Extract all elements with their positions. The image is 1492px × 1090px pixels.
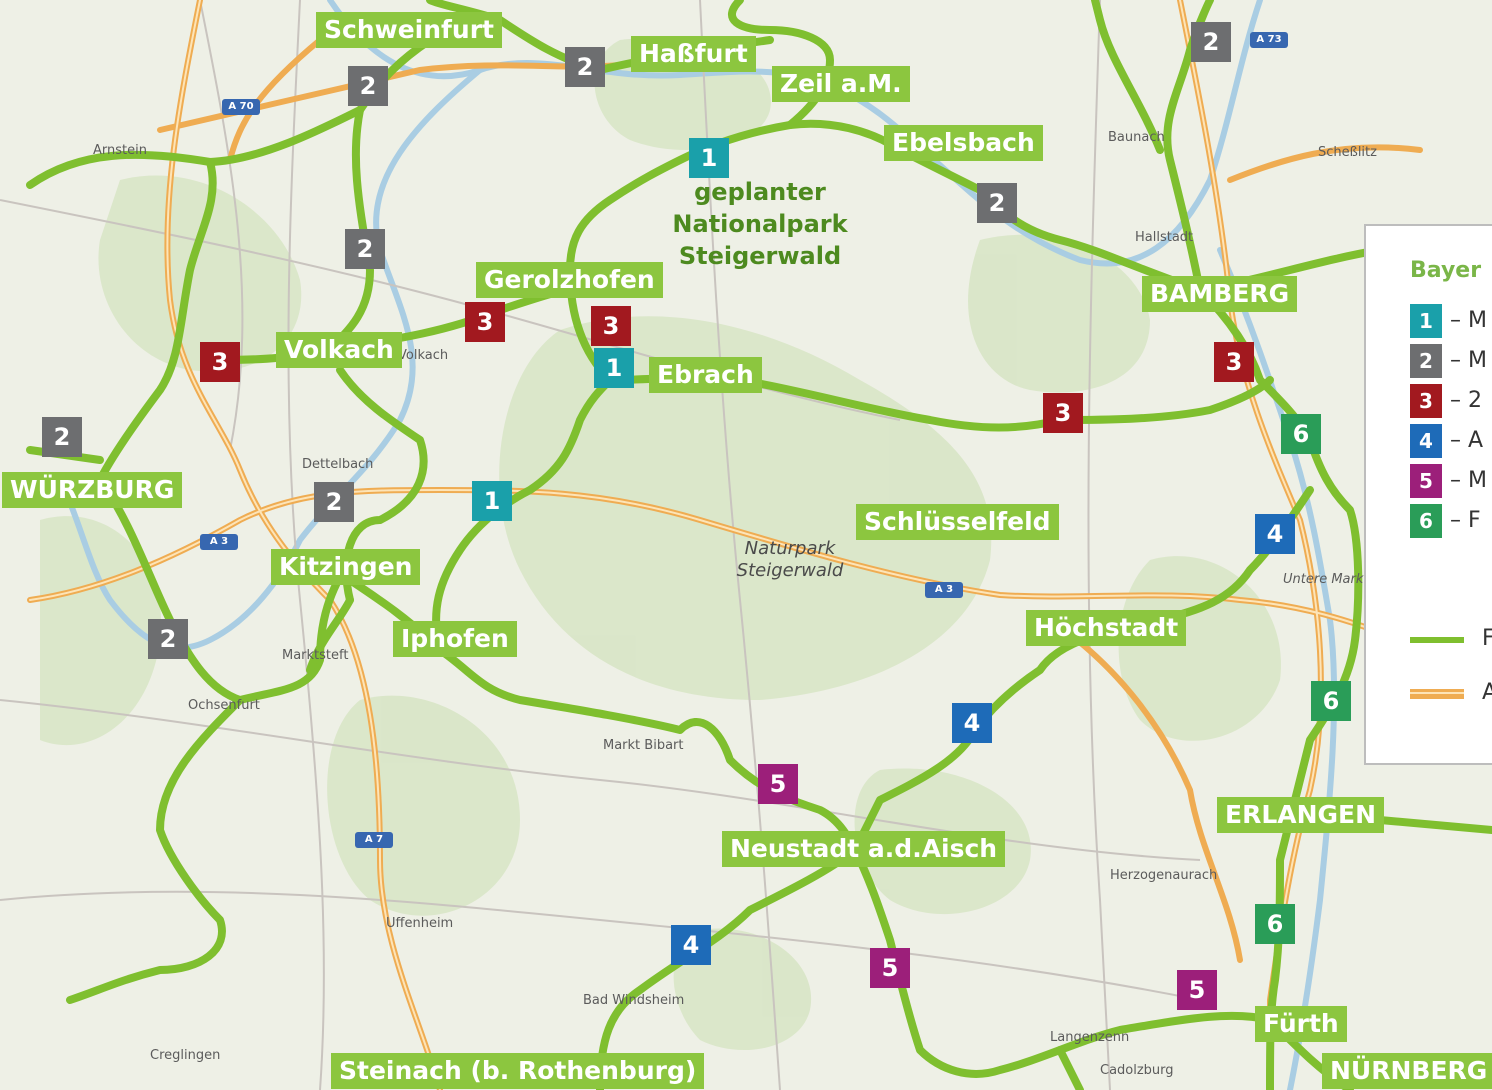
- city-label-iphofen[interactable]: Iphofen: [393, 621, 517, 657]
- route-badge-5[interactable]: 5: [758, 764, 798, 804]
- legend-item-text: A: [1482, 676, 1492, 710]
- legend-autobahn-centerline: [1410, 692, 1464, 694]
- city-label-erlangen[interactable]: ERLANGEN: [1217, 797, 1385, 833]
- city-label-zeil[interactable]: Zeil a.M.: [772, 66, 910, 102]
- highway-shield: A 73: [1250, 32, 1288, 48]
- place-label: Cadolzburg: [1100, 1063, 1174, 1078]
- place-label: Dettelbach: [302, 457, 374, 472]
- legend-item-text: – M: [1450, 308, 1487, 333]
- legend-item-text: – 2: [1450, 388, 1482, 413]
- legend-item-text: – M: [1450, 348, 1487, 373]
- route-badge-2[interactable]: 2: [1191, 22, 1231, 62]
- legend-badge: 1: [1410, 304, 1442, 338]
- legend-item-text: – A: [1450, 428, 1484, 453]
- route-badge-5[interactable]: 5: [870, 948, 910, 988]
- legend-autobahn-item: A: [1410, 676, 1492, 710]
- place-label: Creglingen: [150, 1048, 221, 1063]
- route-badge-2[interactable]: 2: [42, 417, 82, 457]
- legend-badge: 6: [1410, 504, 1442, 538]
- legend-badge: 2: [1410, 344, 1442, 378]
- place-label: Untere Mark: [1283, 572, 1364, 587]
- route-badge-3[interactable]: 3: [1043, 393, 1083, 433]
- route-badge-6[interactable]: 6: [1255, 904, 1295, 944]
- nature-park-label: Naturpark Steigerwald: [720, 538, 860, 582]
- route-badge-2[interactable]: 2: [348, 66, 388, 106]
- national-park-line: Nationalpark: [672, 210, 848, 238]
- route-badge-1[interactable]: 1: [472, 481, 512, 521]
- legend-badge: 5: [1410, 464, 1442, 498]
- route-badge-3[interactable]: 3: [591, 306, 631, 346]
- route-badge-3[interactable]: 3: [465, 302, 505, 342]
- route-badge-2[interactable]: 2: [977, 183, 1017, 223]
- legend-item-text: – F: [1450, 508, 1481, 533]
- place-label: Hallstadt: [1135, 230, 1194, 245]
- city-label-nuernberg[interactable]: NÜRNBERG: [1322, 1053, 1492, 1089]
- legend-autobahn-swatch: [1410, 689, 1464, 699]
- route-badge-2[interactable]: 2: [345, 229, 385, 269]
- route-badge-5[interactable]: 5: [1177, 970, 1217, 1010]
- place-label: Herzogenaurach: [1110, 868, 1218, 883]
- route-badge-6[interactable]: 6: [1311, 681, 1351, 721]
- place-label: Volkach: [398, 348, 449, 363]
- legend-panel: Bayer 1 – M 2 – M 3 – 2 4 – A 5 – M 6 – …: [1364, 224, 1492, 765]
- city-label-schweinfurt[interactable]: Schweinfurt: [316, 12, 502, 48]
- route-badge-4[interactable]: 4: [1255, 514, 1295, 554]
- place-label: Arnstein: [93, 143, 147, 158]
- city-label-ebrach[interactable]: Ebrach: [649, 357, 762, 393]
- place-label: Baunach: [1108, 130, 1165, 145]
- route-badge-6[interactable]: 6: [1281, 414, 1321, 454]
- route-badge-2[interactable]: 2: [314, 482, 354, 522]
- city-label-kitzingen[interactable]: Kitzingen: [271, 549, 421, 585]
- legend-item-text: F: [1482, 622, 1492, 656]
- city-label-neustadt[interactable]: Neustadt a.d.Aisch: [722, 831, 1006, 867]
- legend-title: Bayer: [1410, 258, 1482, 283]
- place-label: Uffenheim: [386, 916, 454, 931]
- city-label-fuerth[interactable]: Fürth: [1255, 1006, 1347, 1042]
- legend-badge: 4: [1410, 424, 1442, 458]
- highway-shield: A 3: [925, 582, 963, 598]
- national-park-label: geplanter Nationalpark Steigerwald: [655, 176, 865, 272]
- highway-shield: A 70: [222, 99, 260, 115]
- highway-shield: A 3: [200, 534, 238, 550]
- city-label-schluesselfeld[interactable]: Schlüsselfeld: [856, 504, 1059, 540]
- city-label-volkach[interactable]: Volkach: [276, 332, 402, 368]
- route-badge-3[interactable]: 3: [1214, 342, 1254, 382]
- place-label: Marktsteft: [282, 648, 349, 663]
- route-badge-2[interactable]: 2: [148, 619, 188, 659]
- national-park-line: Steigerwald: [678, 242, 842, 270]
- city-label-gerolzhofen[interactable]: Gerolzhofen: [476, 262, 663, 298]
- legend-route-line-item: F: [1410, 622, 1492, 656]
- route-badge-2[interactable]: 2: [565, 47, 605, 87]
- place-label: Ochsenfurt: [188, 698, 260, 713]
- city-label-hassfurt[interactable]: Haßfurt: [631, 36, 756, 72]
- route-badge-1[interactable]: 1: [594, 348, 634, 388]
- city-label-wuerzburg[interactable]: WÜRZBURG: [2, 472, 183, 508]
- legend-badge: 3: [1410, 384, 1442, 418]
- route-badge-4[interactable]: 4: [952, 703, 992, 743]
- highway-shield: A 7: [355, 832, 393, 848]
- place-label: Langenzenn: [1050, 1030, 1130, 1045]
- city-label-hoechstadt[interactable]: Höchstadt: [1026, 610, 1187, 646]
- city-label-steinach[interactable]: Steinach (b. Rothenburg): [331, 1053, 705, 1089]
- city-label-bamberg[interactable]: BAMBERG: [1142, 276, 1298, 312]
- nature-park-line: Naturpark: [744, 538, 836, 559]
- place-label: Scheßlitz: [1318, 145, 1377, 160]
- route-badge-4[interactable]: 4: [671, 925, 711, 965]
- route-badge-3[interactable]: 3: [200, 342, 240, 382]
- city-label-ebelsbach[interactable]: Ebelsbach: [884, 125, 1043, 161]
- national-park-line: geplanter: [694, 178, 826, 206]
- legend-item-text: – M: [1450, 468, 1487, 493]
- nature-park-line: Steigerwald: [736, 560, 844, 581]
- place-label: Markt Bibart: [603, 738, 684, 753]
- autobahn-centerlines: [29, 0, 1401, 1090]
- route-badge-1[interactable]: 1: [689, 138, 729, 178]
- place-label: Bad Windsheim: [583, 993, 685, 1008]
- legend-route-line-swatch: [1410, 637, 1464, 643]
